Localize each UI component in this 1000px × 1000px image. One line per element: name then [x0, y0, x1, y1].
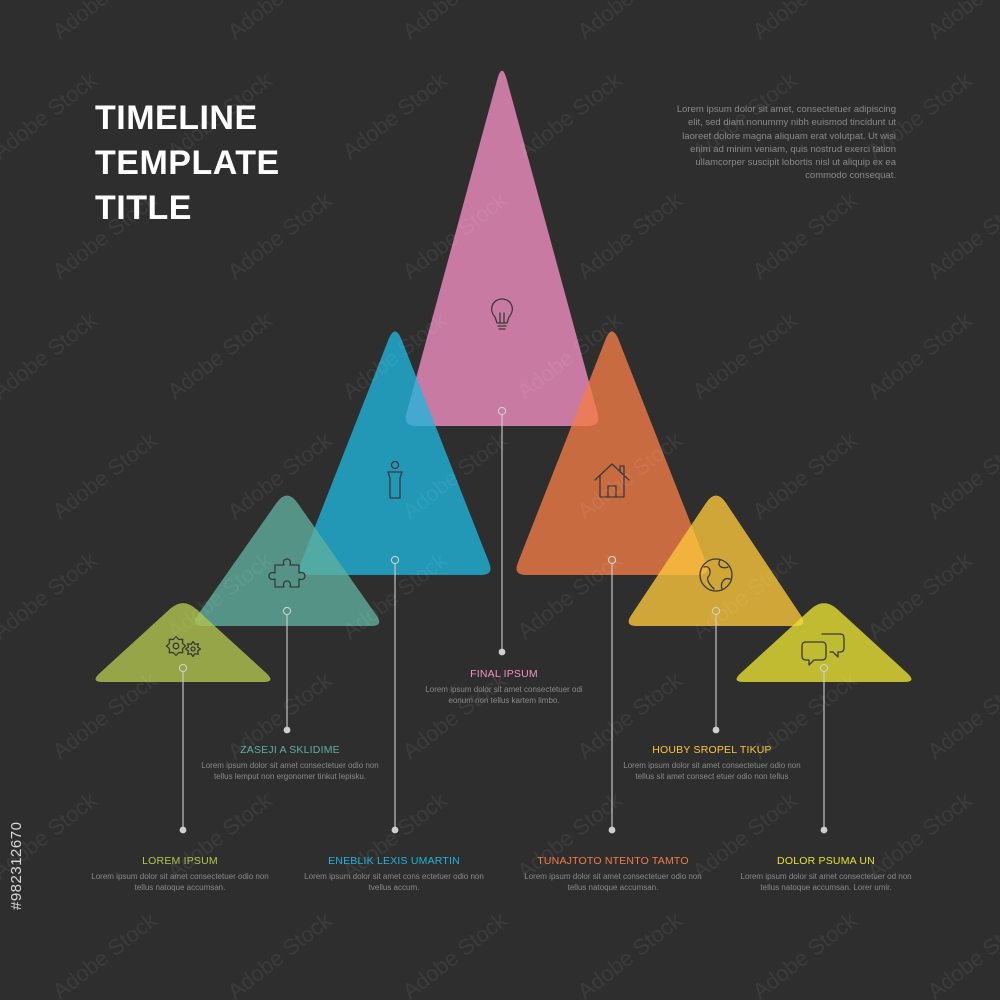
step-connector-2 [282, 606, 292, 734]
step-title-5: TUNAJTOTO NTENTO TAMTO [537, 855, 689, 867]
connector-end-dot [498, 648, 506, 656]
step-label-4: FINAL IPSUM Lorem ipsum dolor sit amet c… [414, 668, 594, 706]
intro-paragraph: Lorem ipsum dolor sit amet, consectetuer… [676, 104, 896, 182]
svg-text:Adobe Stock: Adobe Stock [748, 427, 862, 524]
gears-icon [165, 635, 202, 658]
title-line-3: TITLE [95, 189, 192, 227]
step-text-4: Lorem ipsum dolor sit amet consectetuer … [425, 685, 583, 705]
step-text-6: Lorem ipsum dolor sit amet consectetuer … [623, 761, 801, 781]
step-text-3: Lorem ipsum dolor sit amet cons ectetuer… [304, 872, 484, 892]
connector-start-dot [819, 663, 829, 673]
step-triangle-4 [405, 70, 599, 427]
step-label-7: DOLOR PSUMA UN Lorem ipsum dolor sit ame… [736, 855, 916, 893]
step-text-5: Lorem ipsum dolor sit amet consectetuer … [524, 872, 702, 892]
step-title-3: ENEBLIK LEXIS UMARTIN [328, 855, 460, 867]
title-line-1: TIMELINE [95, 99, 258, 137]
svg-text:Adobe Stock: Adobe Stock [223, 907, 337, 1000]
person-icon [387, 460, 403, 499]
step-triangle-7 [736, 603, 912, 682]
step-connector-7 [819, 663, 829, 834]
svg-text:Adobe Stock: Adobe Stock [573, 0, 687, 44]
svg-text:Adobe Stock: Adobe Stock [0, 67, 102, 164]
connector-start-dot [390, 555, 400, 565]
watermark-id: #982312670 [8, 821, 25, 910]
connector-end-dot [179, 826, 187, 834]
step-label-3: ENEBLIK LEXIS UMARTIN Lorem ipsum dolor … [304, 855, 484, 893]
step-text-1: Lorem ipsum dolor sit amet consectetuer … [91, 872, 269, 892]
svg-text:Adobe Stock: Adobe Stock [398, 0, 512, 44]
svg-text:Adobe Stock: Adobe Stock [48, 0, 162, 44]
svg-text:Adobe Stock: Adobe Stock [573, 907, 687, 1000]
house-icon [594, 463, 630, 498]
connector-start-dot [282, 606, 292, 616]
svg-text:Adobe Stock: Adobe Stock [923, 427, 1000, 524]
connector-start-dot [497, 406, 507, 416]
connector-start-dot [711, 606, 721, 616]
step-title-4: FINAL IPSUM [470, 668, 538, 680]
svg-text:Adobe Stock: Adobe Stock [923, 907, 1000, 1000]
step-title-6: HOUBY SROPEL TIKUP [652, 744, 772, 756]
svg-text:Adobe Stock: Adobe Stock [923, 667, 1000, 764]
globe-icon [699, 558, 733, 592]
step-title-2: ZASEJI A SKLIDIME [240, 744, 340, 756]
svg-text:Adobe Stock: Adobe Stock [48, 427, 162, 524]
svg-text:Adobe Stock: Adobe Stock [923, 187, 1000, 284]
svg-text:Adobe Stock: Adobe Stock [748, 907, 862, 1000]
lightbulb-icon [491, 298, 513, 330]
step-label-2: ZASEJI A SKLIDIME Lorem ipsum dolor sit … [200, 744, 380, 782]
svg-text:Adobe Stock: Adobe Stock [163, 307, 277, 404]
svg-text:Adobe Stock: Adobe Stock [748, 187, 862, 284]
step-connector-4 [497, 406, 507, 656]
step-connector-6 [711, 606, 721, 734]
svg-text:Adobe Stock: Adobe Stock [923, 0, 1000, 44]
step-text-7: Lorem ipsum dolor sit amet consectetuer … [740, 872, 912, 892]
svg-text:Adobe Stock: Adobe Stock [863, 547, 977, 644]
step-connector-5 [607, 555, 617, 834]
step-label-6: HOUBY SROPEL TIKUP Lorem ipsum dolor sit… [622, 744, 802, 782]
connector-end-dot [608, 826, 616, 834]
title-line-2: TEMPLATE [95, 144, 280, 182]
svg-text:Adobe Stock: Adobe Stock [0, 547, 102, 644]
connector-start-dot [178, 663, 188, 673]
svg-text:Adobe Stock: Adobe Stock [863, 307, 977, 404]
connector-start-dot [607, 555, 617, 565]
svg-text:Adobe Stock: Adobe Stock [48, 907, 162, 1000]
step-connector-3 [390, 555, 400, 834]
puzzle-icon [268, 558, 306, 588]
step-text-2: Lorem ipsum dolor sit amet consectetuer … [201, 761, 379, 781]
step-triangle-6 [628, 495, 804, 626]
connector-end-dot [712, 726, 720, 734]
step-triangle-1 [95, 603, 271, 682]
step-connector-1 [178, 663, 188, 834]
step-triangle-2 [194, 495, 380, 626]
speech-bubbles-icon [801, 633, 845, 666]
connector-end-dot [391, 826, 399, 834]
svg-text:Adobe Stock: Adobe Stock [573, 187, 687, 284]
step-title-7: DOLOR PSUMA UN [777, 855, 875, 867]
step-label-1: LOREM IPSUM Lorem ipsum dolor sit amet c… [90, 855, 270, 893]
step-label-5: TUNAJTOTO NTENTO TAMTO Lorem ipsum dolor… [523, 855, 703, 893]
connector-end-dot [283, 726, 291, 734]
svg-text:Adobe Stock: Adobe Stock [748, 0, 862, 44]
step-triangle-5 [516, 331, 708, 575]
svg-text:Adobe Stock: Adobe Stock [688, 307, 802, 404]
svg-text:Adobe Stock: Adobe Stock [513, 67, 627, 164]
infographic-title: TIMELINE TEMPLATE TITLE [95, 96, 355, 231]
svg-text:Adobe Stock: Adobe Stock [398, 907, 512, 1000]
connector-end-dot [820, 826, 828, 834]
svg-text:Adobe Stock: Adobe Stock [0, 307, 102, 404]
step-triangle-3 [299, 331, 491, 575]
step-title-1: LOREM IPSUM [142, 855, 218, 867]
svg-text:Adobe Stock: Adobe Stock [223, 0, 337, 44]
